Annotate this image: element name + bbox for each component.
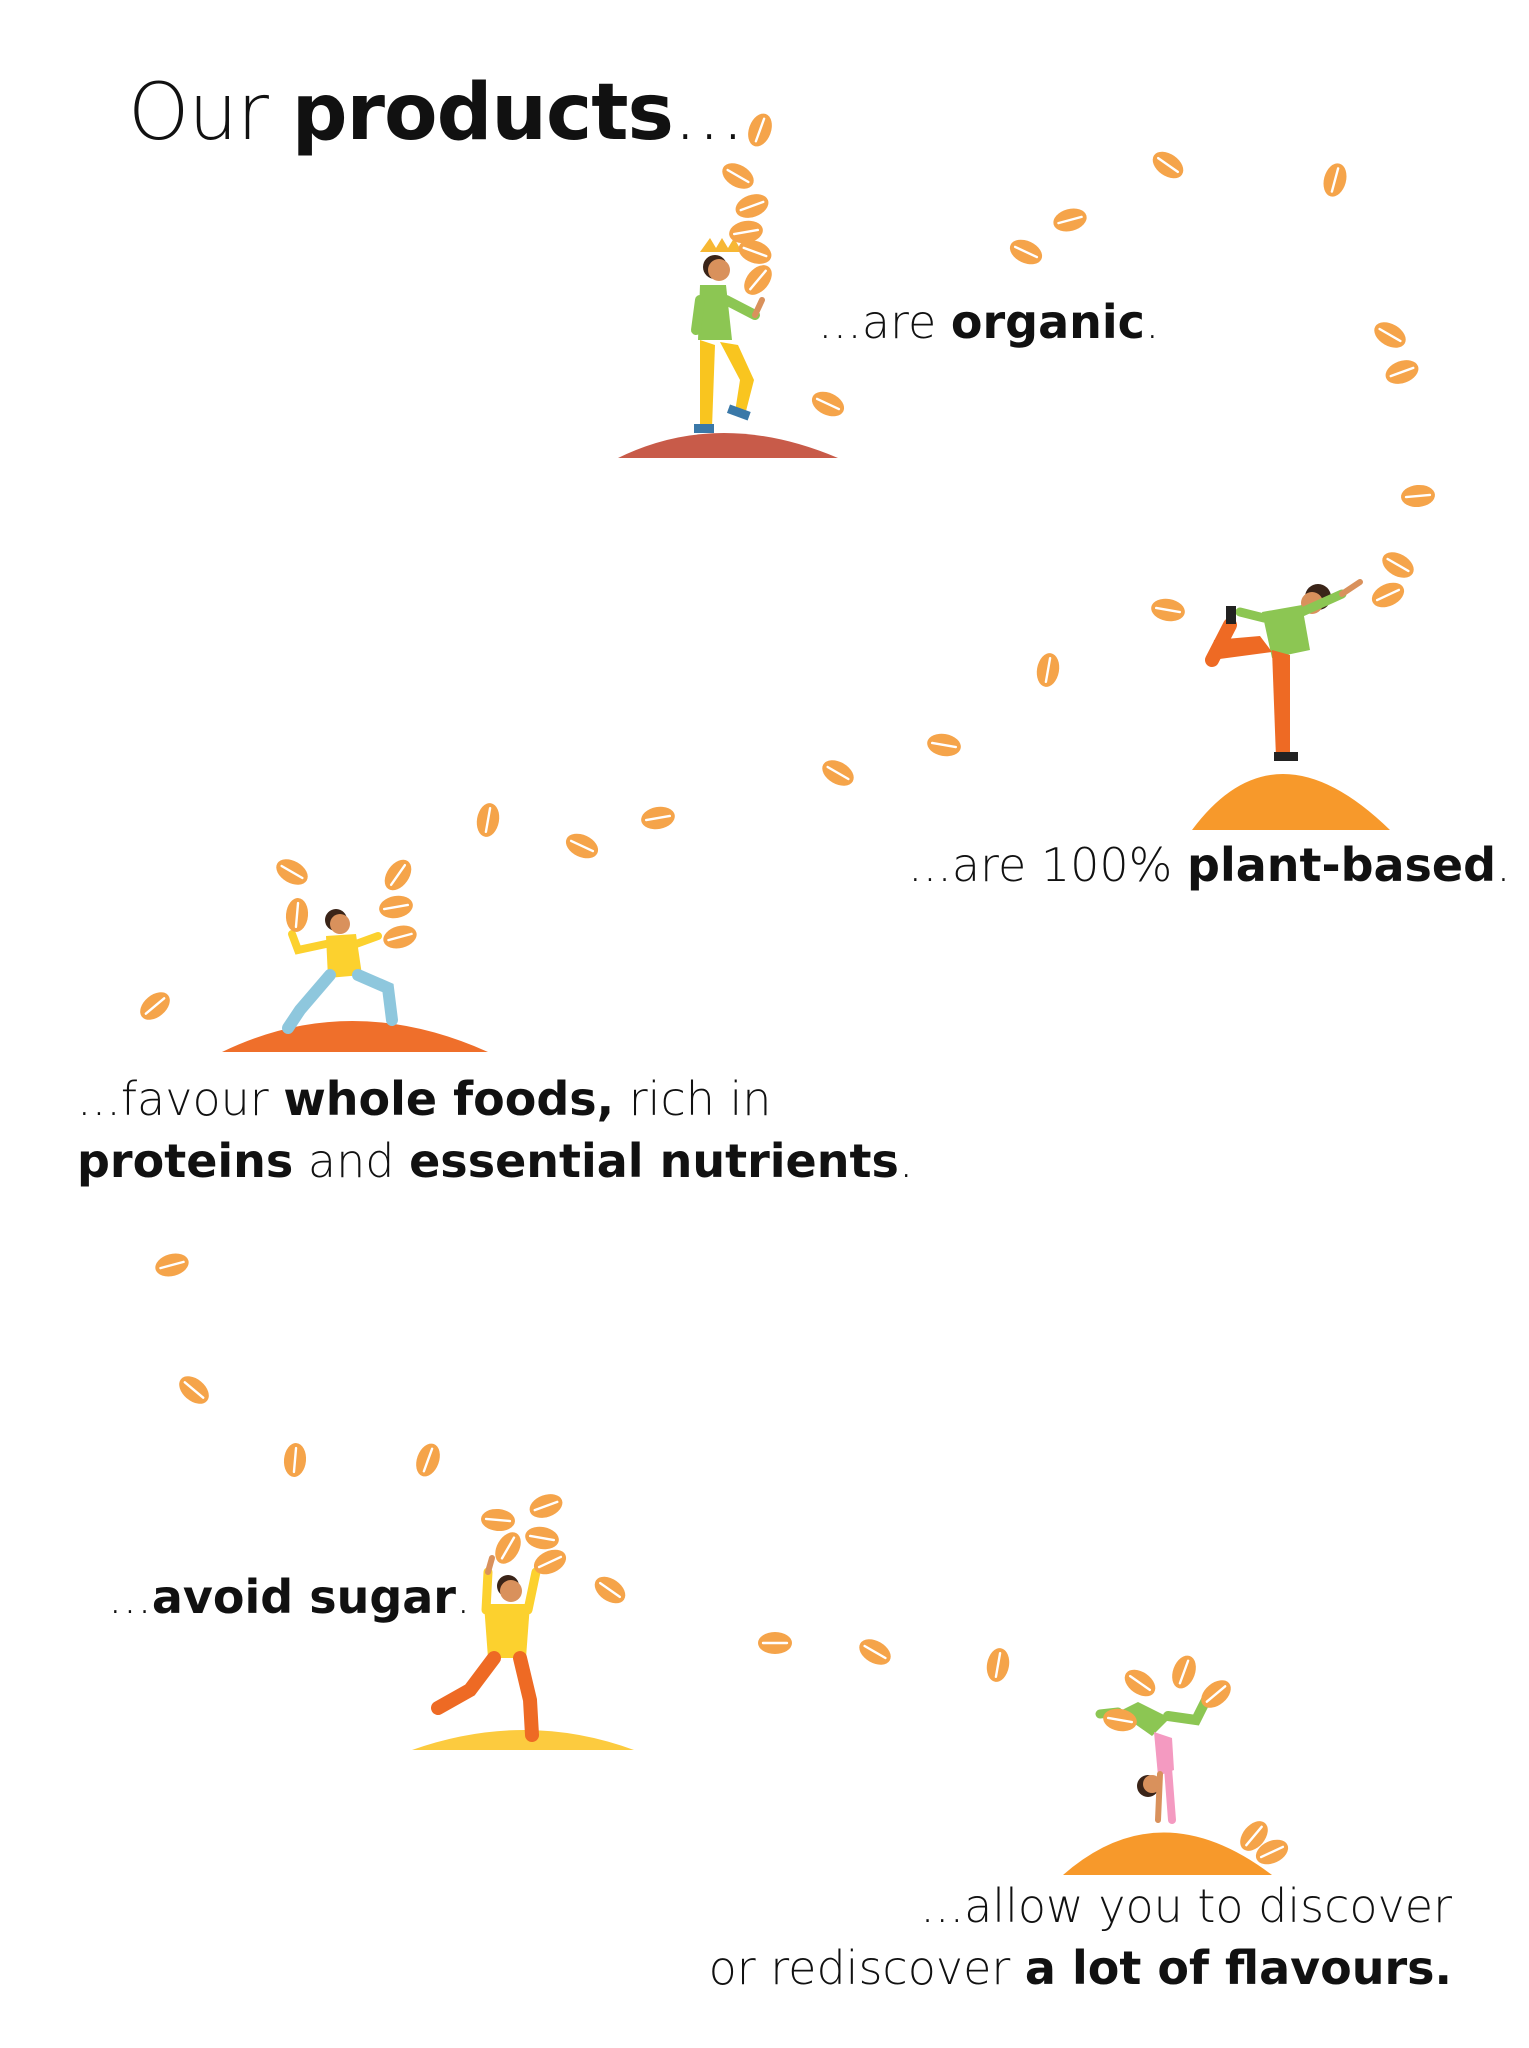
point-flavours-line-1: ...allow you to discover bbox=[920, 1879, 1452, 1933]
point-whole-l1-post: rich in bbox=[614, 1072, 772, 1126]
point-flavours-l2-bold: a lot of flavours. bbox=[1024, 1941, 1452, 1995]
point-organic-pre: ...are bbox=[818, 295, 951, 349]
title-ellipsis: ... bbox=[672, 68, 745, 158]
point-whole-l1-pre: ...favour bbox=[77, 1072, 284, 1126]
point-whole-l2-proteins: proteins bbox=[77, 1134, 294, 1188]
point-flavours-l2-pre: or rediscover bbox=[708, 1941, 1025, 1995]
point-whole-l2-post: . bbox=[898, 1134, 914, 1188]
point-plant-bold: plant-based bbox=[1187, 838, 1497, 892]
point-whole-l2-and: and bbox=[293, 1134, 410, 1188]
person-juggler-crown bbox=[691, 238, 765, 433]
point-sugar-post: . bbox=[456, 1570, 471, 1624]
point-organic-post: . bbox=[1144, 295, 1160, 349]
hill-yellow bbox=[412, 1730, 634, 1750]
point-organic-bold: organic bbox=[950, 295, 1145, 349]
point-flavours-line-2: or rediscover a lot of flavours. bbox=[709, 1937, 1452, 1999]
hill-orange-small bbox=[1063, 1832, 1272, 1875]
point-whole-foods: ...favour whole foods, rich in proteins … bbox=[77, 1068, 913, 1192]
page-title: Our products... bbox=[128, 68, 745, 158]
point-sugar-bold: avoid sugar bbox=[151, 1570, 456, 1624]
point-whole-l1-bold: whole foods, bbox=[283, 1072, 615, 1126]
point-organic: ...are organic. bbox=[818, 295, 1160, 349]
point-whole-line-1: ...favour whole foods, rich in bbox=[77, 1068, 913, 1130]
point-whole-l2-nutrients: essential nutrients bbox=[409, 1134, 899, 1188]
title-bold: products bbox=[291, 68, 674, 158]
point-whole-line-2: proteins and essential nutrients. bbox=[77, 1130, 913, 1192]
point-plant-pre: ...are 100% bbox=[908, 838, 1188, 892]
point-plant-based: ...are 100% plant-based. bbox=[908, 838, 1511, 892]
point-avoid-sugar: ...avoid sugar. bbox=[108, 1570, 471, 1624]
point-plant-post: . bbox=[1496, 838, 1511, 892]
person-jumping bbox=[431, 1555, 541, 1742]
hill-deep-orange bbox=[222, 1021, 488, 1052]
person-lunge-juggler bbox=[282, 909, 398, 1034]
hill-red bbox=[618, 433, 838, 458]
point-sugar-pre: ... bbox=[108, 1570, 152, 1624]
point-flavours: ...allow you to discover or rediscover a… bbox=[709, 1875, 1452, 1999]
hill-orange-large bbox=[1192, 774, 1390, 830]
person-dancer-pose bbox=[1205, 579, 1363, 761]
title-light: Our bbox=[128, 68, 292, 158]
